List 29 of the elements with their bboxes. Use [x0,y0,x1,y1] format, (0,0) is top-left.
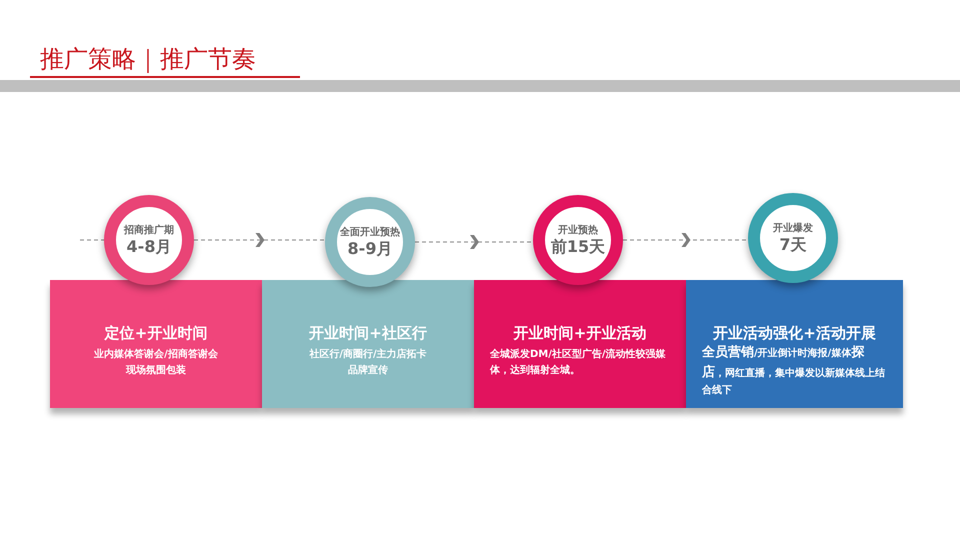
stage-name: 开业爆发 [773,222,813,234]
card-heading: 开业时间+社区行 [308,324,428,343]
dashed-arrow [622,233,748,247]
card-text: 品牌宣传 [347,363,389,378]
dashed-arrow [194,233,326,247]
stage-name: 开业预热 [558,224,598,236]
card-text: 全员营销/开业倒计时海报/媒体探店，网红直播，集中爆发以新媒体线上结合线下 [701,344,886,398]
stage-name: 全面开业预热 [340,226,400,238]
stage-circle [748,193,838,283]
stage-period: 前15天 [550,236,606,258]
stage-card [686,280,903,408]
title: 推广策略｜推广节奏 [40,44,256,75]
card-text: 全城派发DM/社区型广告/流动性较强媒体，达到辐射全城。 [488,347,667,378]
stage-period: 7天 [779,234,807,256]
stage-circle [104,195,194,285]
stage-card [262,280,474,408]
card-heading: 定位+开业时间 [103,324,208,343]
stage-circle [325,197,415,287]
card-text: 现场氛围包装 [124,364,187,378]
dashed-arrow [414,235,534,249]
card-text: 社区行/商圈行/主力店拓卡 [308,347,428,362]
stage-name: 招商推广期 [124,223,174,236]
card-heading: 开业活动强化+活动开展 [712,324,877,343]
card-text: 业内媒体答谢会/招商答谢会 [93,347,219,362]
stage-period: 4-8月 [126,236,172,258]
stage-period: 8-9月 [348,238,392,260]
stage-card [474,280,686,408]
stage-card [50,280,262,408]
card-heading: 开业时间+开业活动 [512,324,648,343]
